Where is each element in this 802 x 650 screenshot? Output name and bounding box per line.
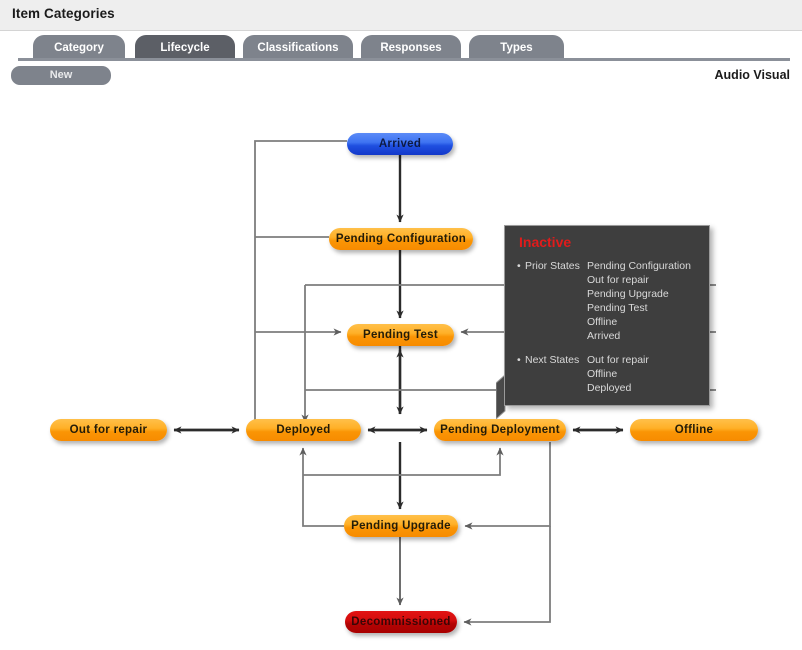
action-toolbar: New Audio Visual xyxy=(0,62,802,90)
tooltip-section-label: Prior States xyxy=(525,260,580,272)
category-context-label: Audio Visual xyxy=(714,68,790,82)
tooltip-bullet: • xyxy=(517,260,521,272)
page-title: Item Categories xyxy=(12,6,115,21)
lifecycle-node-decommissioned[interactable]: Decommissioned xyxy=(345,611,457,633)
tooltip-section-label: Next States xyxy=(525,354,580,366)
tab-underline-rule xyxy=(18,58,790,61)
tab-lifecycle[interactable]: Lifecycle xyxy=(135,35,235,61)
tooltip-title: Inactive xyxy=(519,234,572,250)
lifecycle-node-deployed[interactable]: Deployed xyxy=(246,419,361,441)
new-button[interactable]: New xyxy=(11,66,111,85)
tab-classifications[interactable]: Classifications xyxy=(243,35,353,61)
tooltip-bullet: • xyxy=(517,354,521,366)
tab-types[interactable]: Types xyxy=(469,35,564,61)
lifecycle-node-pending-configuration[interactable]: Pending Configuration xyxy=(329,228,473,250)
tooltip-state-value: Offline xyxy=(587,316,618,328)
tooltip-state-value: Out for repair xyxy=(587,274,649,286)
tooltip-state-value: Deployed xyxy=(587,382,632,394)
window-title-bar: Item Categories xyxy=(0,0,802,31)
tab-responses[interactable]: Responses xyxy=(361,35,461,61)
tab-category[interactable]: Category xyxy=(33,35,125,61)
lifecycle-node-out-for-repair[interactable]: Out for repair xyxy=(50,419,167,441)
state-info-tooltip: Inactive • Prior States Pending Configurat… xyxy=(504,225,710,406)
tooltip-state-value: Pending Test xyxy=(587,302,648,314)
tooltip-state-value: Offline xyxy=(587,368,618,380)
tooltip-state-value: Pending Upgrade xyxy=(587,288,669,300)
tab-bar: Category Lifecycle Classifications Response… xyxy=(0,31,802,61)
lifecycle-node-pending-upgrade[interactable]: Pending Upgrade xyxy=(344,515,458,537)
tooltip-state-value: Out for repair xyxy=(587,354,649,366)
lifecycle-node-pending-deployment[interactable]: Pending Deployment xyxy=(434,419,566,441)
tooltip-state-value: Pending Configuration xyxy=(587,260,691,272)
tooltip-state-value: Arrived xyxy=(587,330,621,342)
lifecycle-node-pending-test[interactable]: Pending Test xyxy=(347,324,454,346)
lifecycle-node-arrived[interactable]: Arrived xyxy=(347,133,453,155)
lifecycle-node-offline[interactable]: Offline xyxy=(630,419,758,441)
